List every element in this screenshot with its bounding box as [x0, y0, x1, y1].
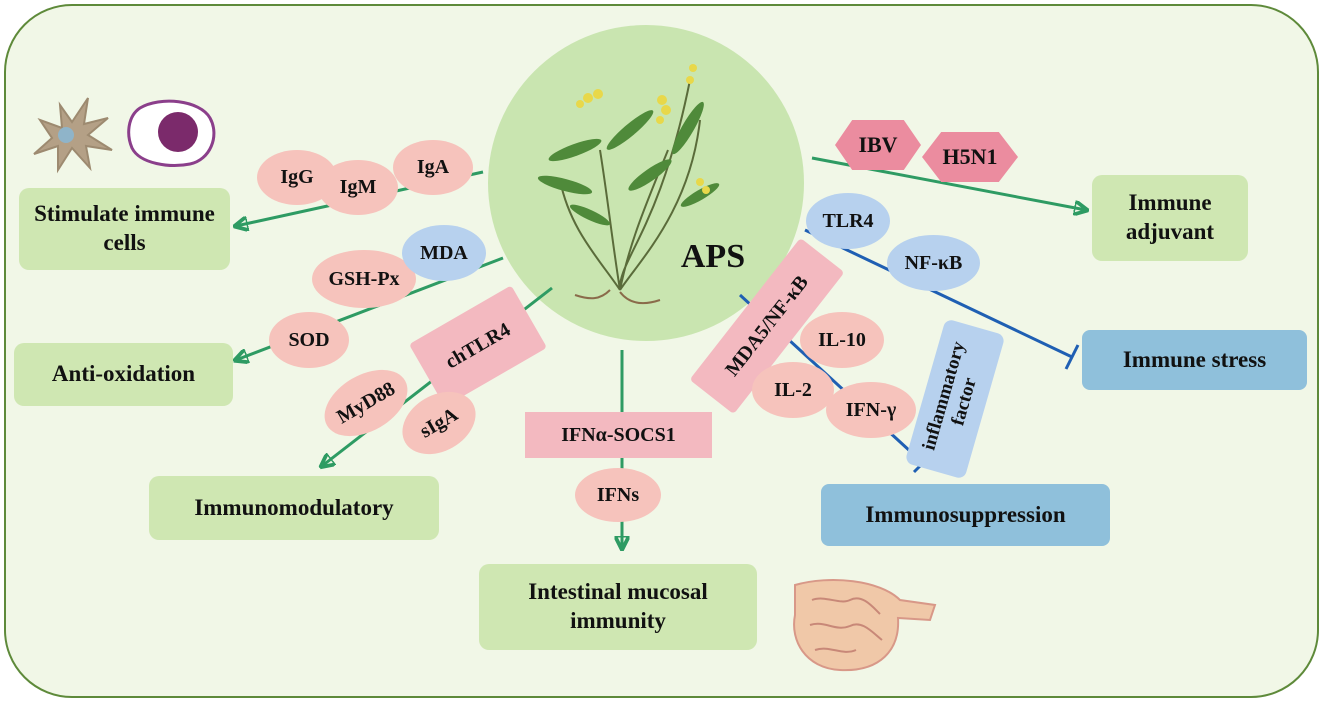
sod-ellipse: SOD	[269, 312, 349, 368]
anti-oxidation-box: Anti-oxidation	[14, 343, 233, 406]
inhibit-immune-stress	[804, 228, 1073, 359]
immune-adjuvant-box: Immune adjuvant	[1092, 175, 1248, 261]
aps-label: APS	[680, 238, 746, 275]
macrophage-icon	[127, 99, 216, 167]
ibv-hexagon: IBV	[835, 120, 921, 170]
il10-ellipse: IL-10	[800, 312, 884, 368]
iga-ellipse: IgA	[393, 140, 473, 195]
intestine-icon	[793, 579, 937, 672]
gsh-px-ellipse: GSH-Px	[312, 250, 416, 308]
stimulate-immune-cells-box: Stimulate immune cells	[19, 188, 230, 270]
intestinal-mucosal-immunity-box: Intestinal mucosal immunity	[479, 564, 757, 650]
immunosuppression-box: Immunosuppression	[821, 484, 1110, 546]
h5n1-hexagon: H5N1	[922, 132, 1018, 182]
ifna-socs1-rect: IFNα-SOCS1	[525, 412, 712, 458]
immunomodulatory-box: Immunomodulatory	[149, 476, 439, 540]
igm-ellipse: IgM	[318, 160, 398, 215]
astragalus-plant-icon	[537, 64, 720, 305]
ifns-ellipse: IFNs	[575, 468, 661, 522]
il2-ellipse: IL-2	[752, 362, 834, 418]
ifng-ellipse: IFN-γ	[826, 382, 916, 438]
nfkb-ellipse: NF-κB	[887, 235, 980, 291]
immune-stress-box: Immune stress	[1082, 330, 1307, 390]
dendritic-cell-icon	[33, 97, 113, 174]
mda-ellipse: MDA	[402, 225, 486, 281]
tlr4-ellipse: TLR4	[806, 193, 890, 249]
